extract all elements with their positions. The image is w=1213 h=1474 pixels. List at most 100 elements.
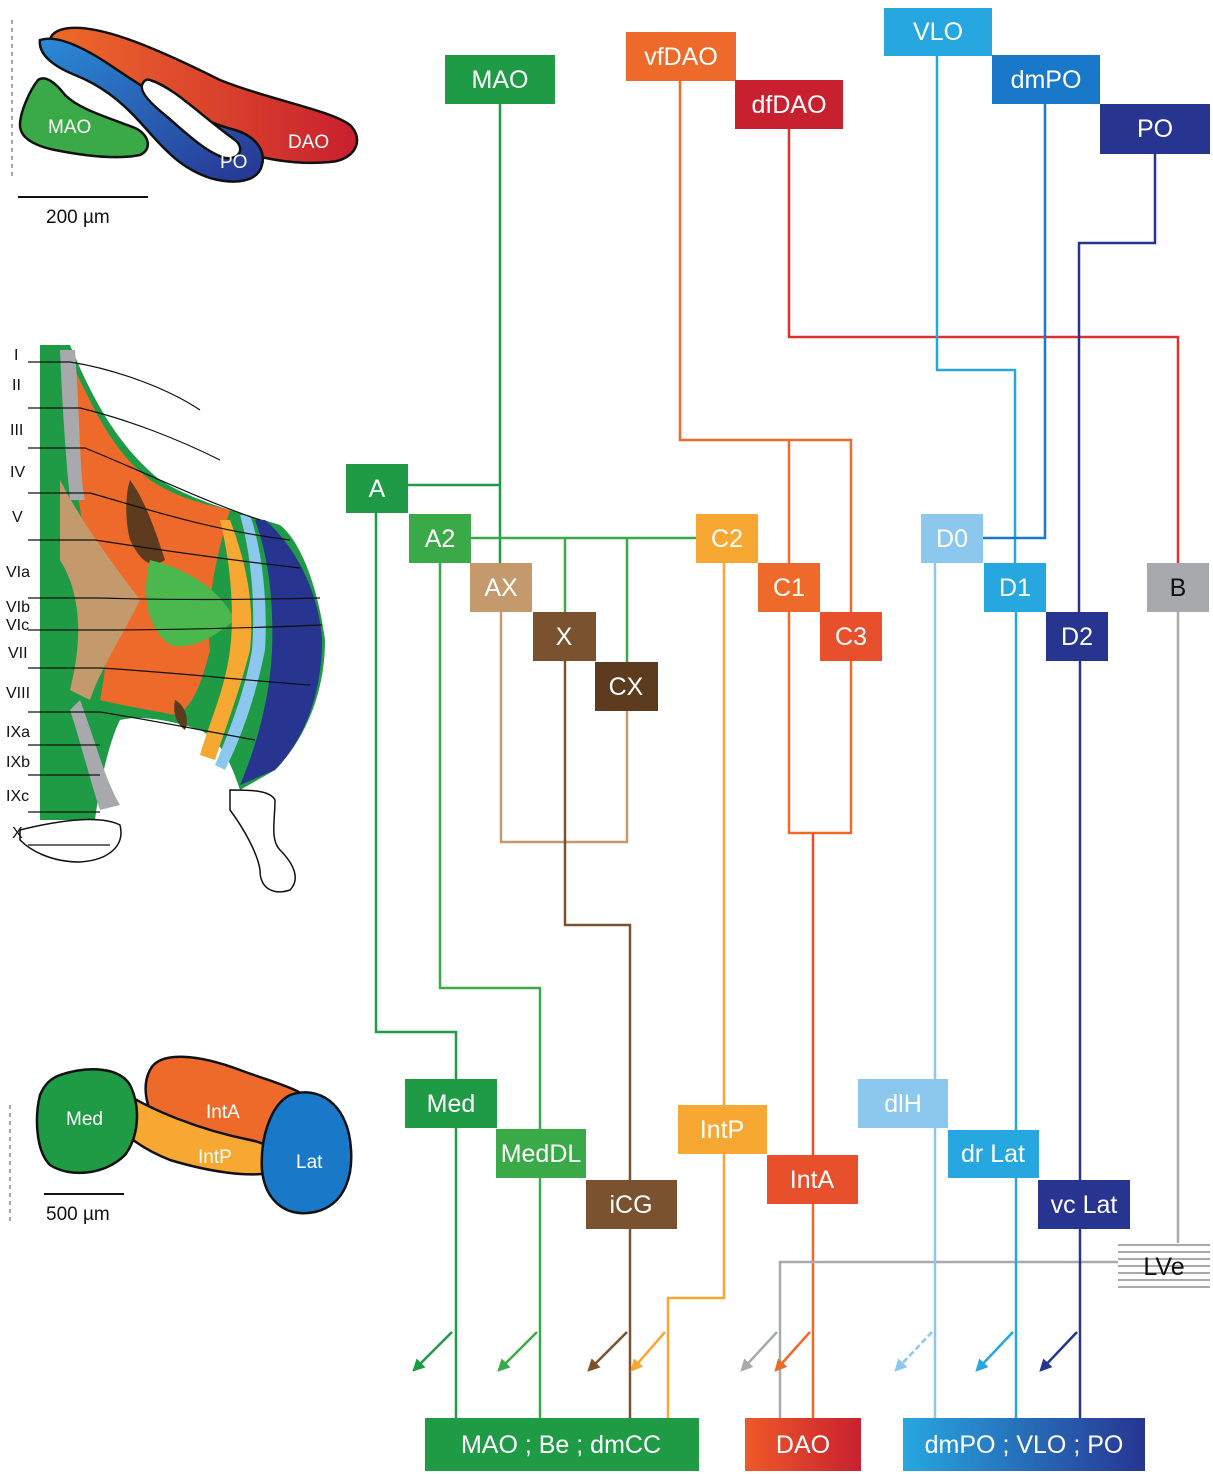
box-po[interactable]: PO xyxy=(1100,104,1210,154)
box-nucleus-meddl[interactable]: MedDL xyxy=(496,1129,586,1178)
box-target-blue[interactable]: dmPO ; VLO ; PO xyxy=(903,1418,1145,1471)
lobule-label: VIb xyxy=(6,599,30,616)
connection-lines xyxy=(374,55,1180,1418)
box-label: B xyxy=(1170,574,1187,602)
box-dfdao[interactable]: dfDAO xyxy=(735,80,843,129)
lobule-label: X xyxy=(12,825,23,842)
box-nucleus-inta[interactable]: IntA xyxy=(767,1155,858,1204)
line-vlo-d1 xyxy=(935,55,1017,563)
box-nucleus-lve[interactable]: LVe xyxy=(1118,1243,1210,1293)
box-nucleus-dlh[interactable]: dlH xyxy=(858,1079,948,1128)
box-label: vfDAO xyxy=(644,43,718,71)
olive-boxes: MAO vfDAO dfDAO VLO dmPO PO xyxy=(445,8,1210,154)
box-label: C3 xyxy=(835,623,867,651)
cortex-navy-zone xyxy=(240,520,322,785)
cortex-lightblue-zone xyxy=(215,515,266,770)
box-target-green[interactable]: MAO ; Be ; dmCC xyxy=(425,1418,699,1471)
arrow-gray xyxy=(740,1331,778,1372)
box-dmpo[interactable]: dmPO xyxy=(992,55,1100,104)
box-nucleus-med[interactable]: Med xyxy=(405,1079,497,1128)
arrow-yellow xyxy=(630,1331,666,1372)
olive-mao-label: MAO xyxy=(48,117,91,138)
box-nucleus-intp[interactable]: IntP xyxy=(678,1105,767,1154)
box-zone-a2[interactable]: A2 xyxy=(409,514,471,563)
line-dmpo-d0 xyxy=(983,104,1047,540)
nuclei-med-label: Med xyxy=(66,1109,103,1130)
box-zone-c2[interactable]: C2 xyxy=(696,514,758,563)
box-label: A2 xyxy=(425,525,456,553)
box-mao[interactable]: MAO xyxy=(445,55,555,104)
lobule-label: IXb xyxy=(6,754,30,771)
line-po-d2 xyxy=(1077,154,1157,612)
olive-po-label: PO xyxy=(220,152,247,173)
box-label: iCG xyxy=(609,1191,652,1219)
box-label: dfDAO xyxy=(751,91,826,119)
box-zone-c1[interactable]: C1 xyxy=(758,563,820,612)
box-label: MAO xyxy=(472,66,529,94)
box-nucleus-drlat[interactable]: dr Lat xyxy=(948,1130,1039,1178)
box-label: IntP xyxy=(700,1116,744,1144)
box-label: CX xyxy=(609,673,644,701)
arrow-skylight xyxy=(894,1331,933,1372)
lobule-label: VIc xyxy=(6,617,29,634)
box-label: D1 xyxy=(999,574,1031,602)
lobule-label: II xyxy=(12,377,21,394)
zone-boxes: A A2 AX X CX C2 C1 C3 xyxy=(346,464,1209,711)
box-zone-c3[interactable]: C3 xyxy=(820,612,882,661)
cortex-tan-zone xyxy=(60,480,140,700)
lobule-label: III xyxy=(10,422,23,439)
line-c1-loop xyxy=(787,611,853,835)
box-zone-d2[interactable]: D2 xyxy=(1046,612,1108,661)
nuclei-atlas: Med IntA IntP Lat 500 µm xyxy=(9,1055,353,1225)
box-label: D0 xyxy=(936,525,968,553)
box-zone-cx[interactable]: CX xyxy=(595,662,658,711)
lobule-label: IXa xyxy=(6,724,30,741)
olive-po-inner xyxy=(140,78,242,160)
box-zone-a[interactable]: A xyxy=(346,464,408,513)
box-label: D2 xyxy=(1061,623,1093,651)
nuclei-scale-label: 500 µm xyxy=(46,1204,110,1225)
box-label: dlH xyxy=(884,1090,922,1118)
nucleus-med-shape xyxy=(35,1068,139,1175)
lobule-labels: I II III IV V VIa VIb VIc VII VIII IXa I… xyxy=(6,347,30,842)
arrow-navy xyxy=(1039,1331,1078,1372)
line-a2-meddl xyxy=(438,563,542,1129)
box-nucleus-vclat[interactable]: vc Lat xyxy=(1038,1180,1130,1229)
box-label: X xyxy=(556,623,573,651)
cerebellum-atlas: I II III IV V VIa VIb VIc VII VIII IXa I… xyxy=(6,345,325,893)
lobule-label: VIa xyxy=(6,564,30,581)
nucleus-lat-shape xyxy=(260,1091,353,1215)
box-label: Med xyxy=(427,1090,476,1118)
lobule-label: IXc xyxy=(6,788,29,805)
box-label: A xyxy=(369,475,386,503)
box-zone-x[interactable]: X xyxy=(533,612,596,661)
line-intp-target xyxy=(666,1154,726,1418)
arrow-brown xyxy=(587,1331,628,1372)
nucleus-boxes: Med MedDL iCG IntP IntA dlH dr Lat vc L xyxy=(405,1079,1210,1293)
cortex-nodulus xyxy=(19,789,296,893)
box-nucleus-icg[interactable]: iCG xyxy=(586,1180,677,1229)
box-label: MAO ; Be ; dmCC xyxy=(461,1431,661,1459)
arrow-green-2 xyxy=(497,1331,538,1372)
cortex-gray-zone xyxy=(60,350,120,810)
box-label: MedDL xyxy=(501,1140,582,1168)
box-zone-b[interactable]: B xyxy=(1147,563,1209,612)
line-lve-target xyxy=(778,1260,1118,1418)
box-vfdao[interactable]: vfDAO xyxy=(626,32,736,81)
box-zone-d1[interactable]: D1 xyxy=(984,563,1046,612)
box-label: dr Lat xyxy=(961,1140,1025,1168)
arrow-sky xyxy=(975,1331,1014,1372)
box-zone-ax[interactable]: AX xyxy=(470,563,532,612)
lobule-label: I xyxy=(14,347,18,364)
cortex-yellow-zone xyxy=(200,520,252,760)
box-target-red[interactable]: DAO xyxy=(745,1418,861,1471)
box-vlo[interactable]: VLO xyxy=(884,8,992,56)
box-zone-d0[interactable]: D0 xyxy=(921,514,983,563)
nuclei-inta-label: IntA xyxy=(206,1102,240,1123)
lobule-lines xyxy=(28,361,323,846)
box-label: PO xyxy=(1137,115,1173,143)
line-mao-a xyxy=(408,104,502,487)
box-label: dmPO xyxy=(1011,66,1082,94)
box-label: DAO xyxy=(776,1431,830,1459)
